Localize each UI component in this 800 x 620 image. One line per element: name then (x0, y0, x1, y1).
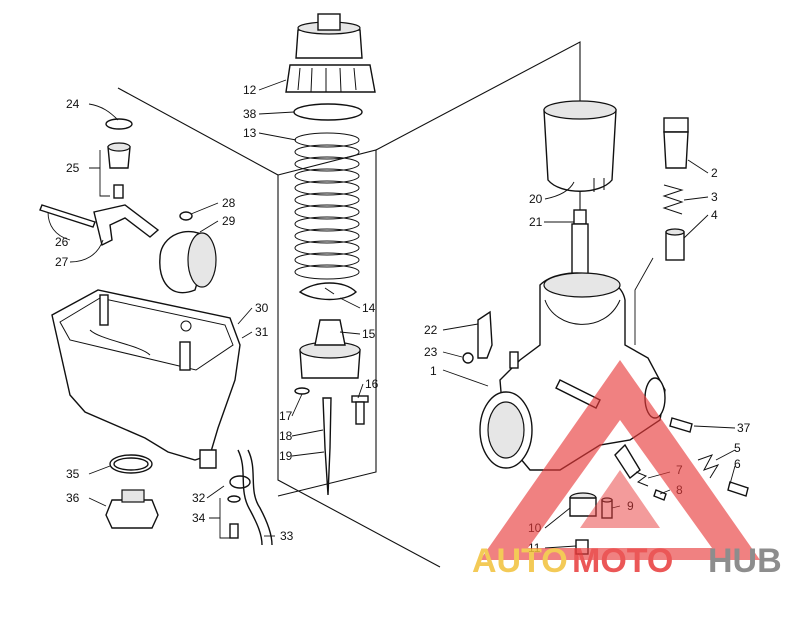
callout-12: 12 (243, 83, 257, 97)
hose-clamp (229, 475, 251, 489)
top-cap (285, 13, 376, 93)
throttle-spring (294, 132, 360, 280)
e-clip (294, 387, 310, 395)
idle-spring (697, 454, 720, 479)
drain-screw (227, 495, 241, 539)
callout-34: 34 (192, 511, 206, 525)
watermark-logo: AUTO MOTO HUB (472, 360, 782, 580)
leader-lines (47, 42, 736, 549)
throttle-slide (299, 319, 361, 379)
needle-retainer-plate (298, 282, 357, 301)
callout-6: 6 (734, 457, 741, 471)
callout-29: 29 (222, 214, 236, 228)
adjuster-cap (665, 228, 685, 261)
callout-25: 25 (66, 161, 80, 175)
adjuster-spring (662, 184, 684, 215)
float-bowl-panel-border (117, 87, 441, 568)
drain-plug-o-ring (109, 454, 153, 474)
callout-19: 19 (279, 449, 293, 463)
callout-35: 35 (66, 467, 80, 481)
float-arm (93, 204, 160, 247)
callout-27: 27 (55, 255, 69, 269)
float (159, 211, 217, 294)
callout-4: 4 (711, 208, 718, 222)
callout-18: 18 (279, 429, 293, 443)
needle-jet-nut (569, 492, 597, 517)
idle-screw (727, 481, 749, 497)
drain-hose (237, 449, 273, 546)
bracket-screw (462, 352, 474, 364)
watermark-brand-auto: AUTO (472, 542, 568, 580)
throttle-valve-sleeve (543, 100, 617, 192)
callout-38: 38 (243, 107, 257, 121)
jet-needle (322, 397, 332, 496)
float-arm-pin (39, 204, 96, 228)
callout-28: 28 (222, 196, 236, 210)
callout-24: 24 (66, 97, 80, 111)
watermark-triangle-icon (480, 360, 760, 560)
callout-20: 20 (529, 192, 543, 206)
needle-jet-holder (571, 209, 589, 285)
drain-plug (105, 489, 159, 529)
callout-23: 23 (424, 345, 438, 359)
callout-30: 30 (255, 301, 269, 315)
callout-22: 22 (424, 323, 438, 337)
pilot-screw (653, 489, 667, 501)
callout-labels: 1 2 3 4 5 6 7 8 9 10 11 12 13 14 15 16 1… (55, 83, 751, 555)
callout-37: 37 (737, 421, 751, 435)
overflow-tube (669, 417, 693, 433)
callout-13: 13 (243, 126, 257, 140)
pilot-air-adjuster (663, 117, 689, 169)
float-bowl (51, 289, 241, 469)
watermark-brand-moto: MOTO (572, 542, 673, 580)
callout-5: 5 (734, 441, 741, 455)
callout-32: 32 (192, 491, 206, 505)
callout-31: 31 (255, 325, 269, 339)
callout-26: 26 (55, 235, 69, 249)
callout-3: 3 (711, 190, 718, 204)
pilot-jet-spring (635, 471, 649, 487)
callout-1: 1 (430, 364, 437, 378)
watermark-inner-triangle-icon (580, 470, 660, 528)
callout-36: 36 (66, 491, 80, 505)
callout-21: 21 (529, 215, 543, 229)
callout-17: 17 (279, 409, 293, 423)
callout-16: 16 (365, 377, 379, 391)
callout-15: 15 (362, 327, 376, 341)
top-cap-gasket (293, 103, 363, 121)
cable-bracket (477, 310, 493, 359)
callout-2: 2 (711, 166, 718, 180)
slide-screw (351, 395, 369, 425)
callout-33: 33 (280, 529, 294, 543)
watermark-brand-hub: HUB (708, 542, 782, 580)
callout-14: 14 (362, 301, 376, 315)
jet-needle-valve-seat (105, 118, 133, 199)
